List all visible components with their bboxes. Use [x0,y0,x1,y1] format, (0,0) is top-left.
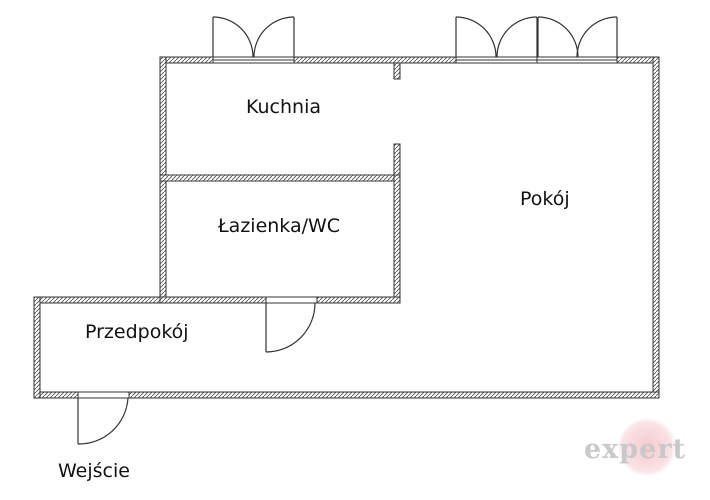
windows [212,56,618,64]
living-room-label: Pokój [520,188,570,210]
doors [77,296,318,445]
logo-text: expert [584,434,687,465]
logo-circle [618,418,676,476]
hallway-label: Przedpokój [85,321,189,343]
kitchen-label: Kuchnia [246,96,322,118]
entrance-label: Wejście [58,460,130,482]
window-sashes [212,16,618,58]
outer-walls [33,56,660,399]
bathroom-label: Łazienka/WC [218,215,341,237]
brand-logo: expert [582,418,708,480]
